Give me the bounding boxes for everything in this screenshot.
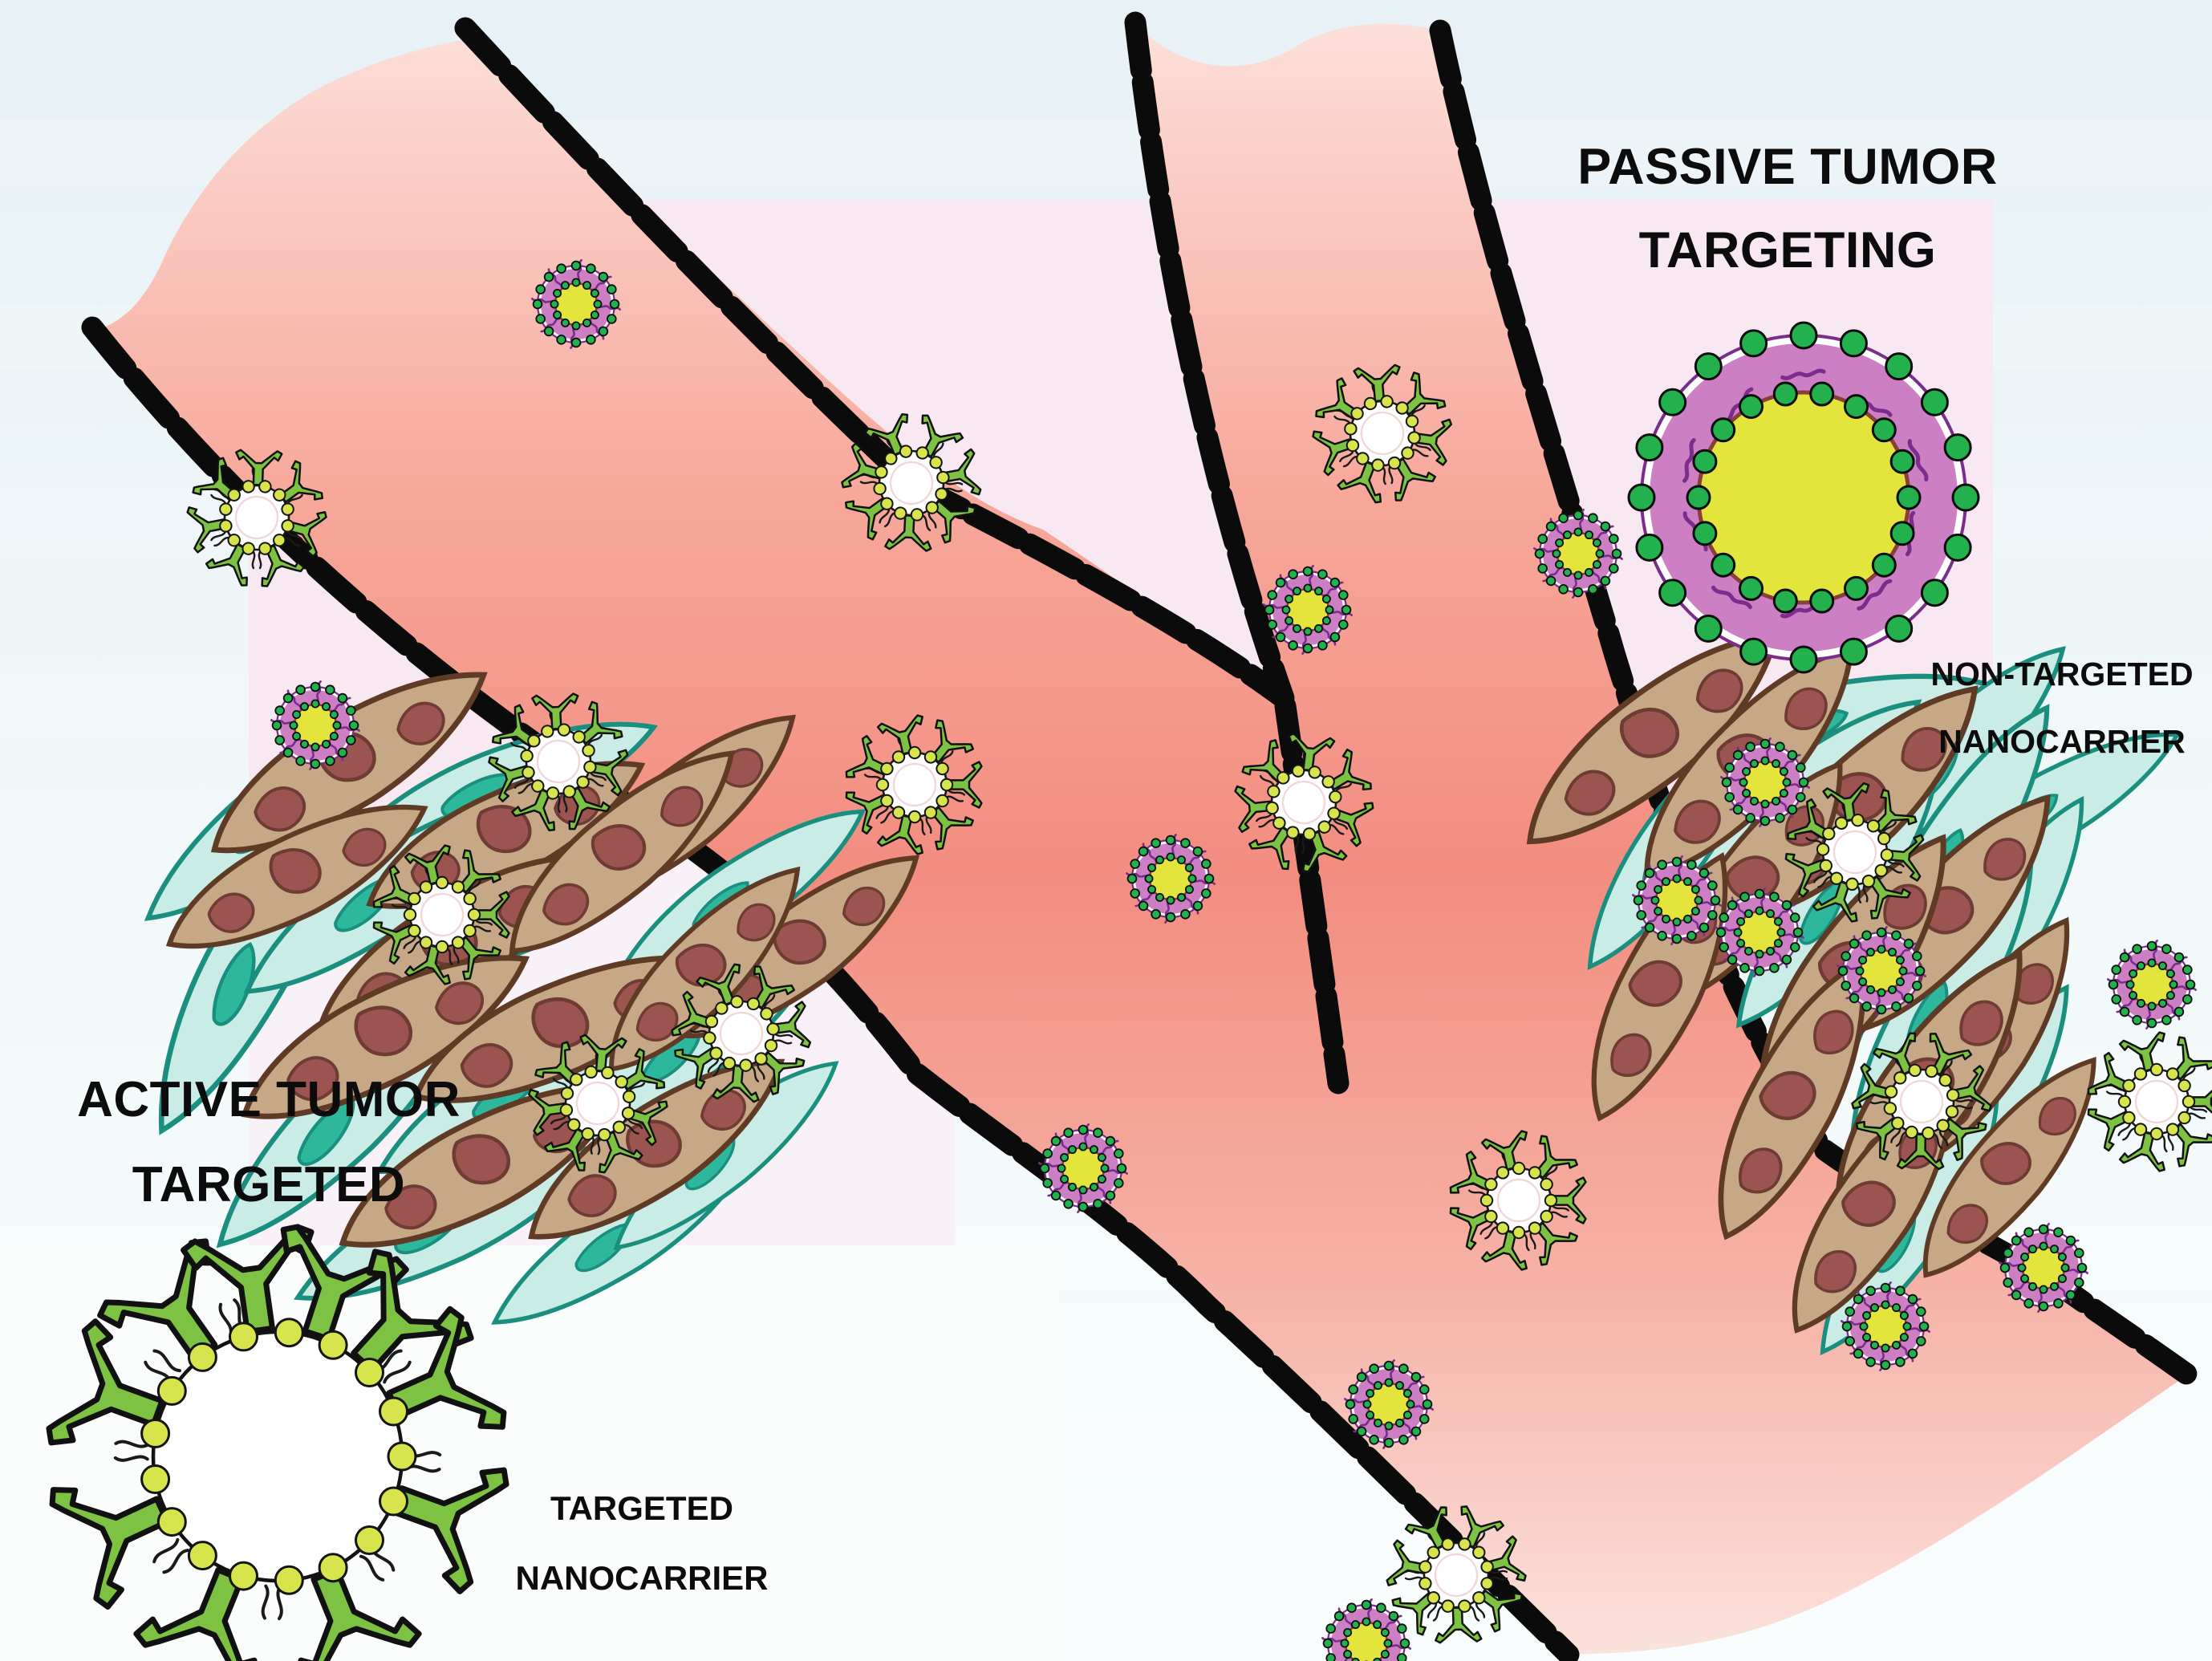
active-targeting-title: ACTIVE TUMOR TARGETED xyxy=(77,1058,461,1228)
non-targeted-nanocarrier-icon xyxy=(1322,1599,1410,1661)
active-title-line1: ACTIVE TUMOR xyxy=(77,1072,461,1127)
targeted-nanocarrier-label: TARGETED NANOCARRIER xyxy=(516,1473,769,1613)
vessel-wall-branch-left xyxy=(1124,11,1295,709)
passive-title-line2: TARGETING xyxy=(1638,222,1937,278)
non-targeted-nanocarrier-icon xyxy=(2108,940,2196,1029)
vessel-wall-shared xyxy=(1274,695,1350,1094)
passive-targeting-title: PASSIVE TUMOR TARGETING xyxy=(1577,125,1997,292)
targeted-nanocarrier-large-icon xyxy=(45,1223,511,1661)
active-title-line2: TARGETED xyxy=(132,1157,406,1212)
targeted-nanocarrier-icon xyxy=(2086,1031,2212,1172)
non-targeted-label-line2: NANOCARRIER xyxy=(1938,723,2186,760)
non-targeted-nanocarrier-large-icon xyxy=(1629,323,1979,672)
non-targeted-label-line1: NON-TARGETED xyxy=(1930,656,2194,692)
blood-vessel xyxy=(95,23,2188,1655)
vessel-lumen xyxy=(95,23,2188,1655)
targeted-label-line2: NANOCARRIER xyxy=(515,1559,769,1597)
passive-title-line1: PASSIVE TUMOR xyxy=(1577,139,1998,195)
non-targeted-nanocarrier-label: NON-TARGETED NANOCARRIER xyxy=(1930,640,2193,775)
targeted-label-line1: TARGETED xyxy=(550,1489,733,1527)
vessel-wall-lower-left xyxy=(81,316,1580,1661)
